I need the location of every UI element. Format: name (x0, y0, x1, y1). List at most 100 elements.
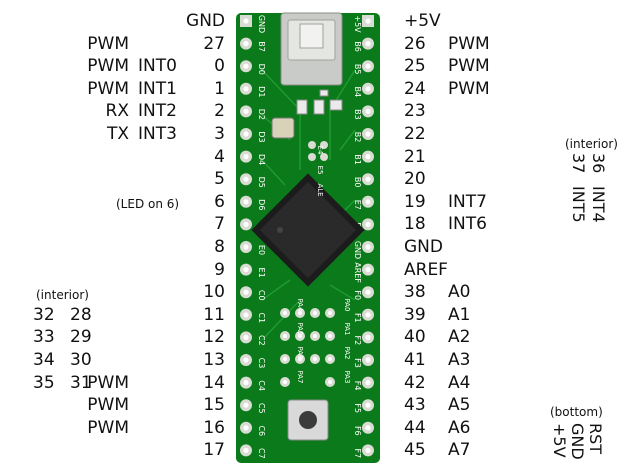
silkscreen-label: PA1 (343, 322, 351, 335)
right-pin-label: 45 (404, 440, 426, 461)
pin-hole (243, 244, 249, 250)
trace (339, 129, 356, 151)
interior-pin-label: 37 (569, 153, 588, 174)
interior-pin-label: 30 (70, 350, 92, 370)
interior-pin-label: 33 (33, 327, 55, 348)
silkscreen-label: AREF (353, 262, 362, 283)
interior-hole (298, 334, 302, 338)
right-function-label: A7 (448, 440, 471, 461)
pin-hole (243, 63, 249, 69)
left-pin-label: 12 (203, 327, 225, 348)
right-function-label: A6 (448, 417, 471, 438)
pin-hole (365, 41, 371, 47)
pin-hole (243, 357, 249, 363)
silkscreen-label: F6 (353, 426, 362, 436)
silkscreen-label: PA5 (296, 322, 304, 335)
right-function-label: A0 (448, 282, 471, 303)
left-pin-label: 15 (203, 395, 225, 416)
silkscreen-label: E7 (353, 200, 362, 210)
silkscreen-label: B6 (353, 41, 362, 52)
right-pin-label: GND (404, 237, 443, 257)
silkscreen-label: F7 (353, 449, 362, 459)
pin-hole (243, 402, 249, 408)
chip-dot (277, 227, 283, 233)
left-interrupt-label: INT3 (138, 124, 177, 144)
left-pin-label: 7 (214, 214, 225, 235)
silkscreen-label: B3 (353, 109, 362, 120)
right-function-label: INT6 (448, 214, 487, 235)
interior-hole (328, 357, 332, 361)
interior-hole (283, 380, 287, 384)
interior-hole (283, 311, 287, 315)
led-note: (LED on 6) (116, 197, 180, 211)
right-pin-label: 44 (404, 417, 426, 438)
crystal (271, 117, 295, 139)
interior-pin-label: 34 (33, 350, 55, 370)
silkscreen-label: GND (353, 241, 362, 259)
silkscreen-label: C5 (257, 403, 266, 414)
interior-hole (328, 311, 332, 315)
silkscreen-label: PA3 (343, 370, 351, 383)
trace (261, 159, 286, 186)
interior-function-label: INT4 (589, 186, 608, 223)
pin-hole (365, 199, 371, 205)
left-pin-label: 2 (214, 101, 225, 122)
right-pin-label: 20 (404, 169, 426, 190)
interior-hole (283, 334, 287, 338)
pin-hole (243, 289, 249, 295)
interior-hole (313, 311, 317, 315)
trace (261, 279, 291, 301)
pin-hole (365, 357, 371, 363)
interior-hole (283, 357, 287, 361)
silkscreen-label: E1 (257, 268, 266, 278)
interior-right-title: (interior) (565, 137, 618, 151)
pin-hole (243, 425, 249, 431)
left-pin-label: 1 (214, 78, 225, 99)
interior-pin-label: 36 (589, 153, 608, 174)
right-function-label: A4 (448, 372, 471, 393)
pin-hole (365, 86, 371, 92)
interior-function-label: INT5 (569, 186, 588, 223)
pin-hole (243, 267, 249, 273)
pin-hole (243, 154, 249, 160)
trace (261, 299, 301, 341)
left-pin-label: 8 (214, 237, 225, 257)
pin-hole (243, 380, 249, 386)
silkscreen-label: D4 (257, 154, 266, 165)
left-pin-label: 27 (203, 33, 225, 54)
right-function-label: A5 (448, 395, 471, 416)
right-pin-label: 38 (404, 282, 426, 303)
right-pin-label: 24 (404, 78, 426, 99)
left-pin-label: 6 (214, 191, 225, 212)
interior-pin-label: 32 (33, 304, 55, 325)
left-interrupt-label: INT1 (138, 78, 177, 99)
silkscreen-label: D2 (257, 109, 266, 120)
right-function-label: PWM (448, 33, 490, 54)
silkscreen-label: C4 (257, 380, 266, 391)
silkscreen-label: PA4 (296, 298, 304, 312)
pin-hole (365, 447, 371, 453)
interior-hole (328, 334, 332, 338)
left-interrupt-label: INT0 (138, 56, 177, 77)
silkscreen-label: F4 (353, 381, 362, 391)
trace (329, 284, 356, 301)
smd-component (319, 89, 329, 97)
pin-hole (365, 108, 371, 114)
silkscreen-label: C2 (257, 335, 266, 346)
silkscreen-label: C1 (257, 312, 266, 323)
right-pin-label: 22 (404, 124, 426, 144)
pin-hole (243, 221, 249, 227)
pin-hole (365, 131, 371, 137)
interior-hole (328, 380, 332, 384)
pin-hole (243, 176, 249, 182)
pin-hole (243, 18, 249, 24)
pin-hole (365, 334, 371, 340)
right-function-label: INT7 (448, 191, 487, 212)
right-pin-label: 23 (404, 101, 426, 122)
bottom-pad-label: +5V (550, 423, 569, 458)
pin-hole (365, 63, 371, 69)
smd-component (313, 99, 325, 115)
silkscreen-label: F0 (353, 290, 362, 300)
left-pin-label: 16 (203, 417, 225, 438)
smd-component (296, 99, 308, 115)
